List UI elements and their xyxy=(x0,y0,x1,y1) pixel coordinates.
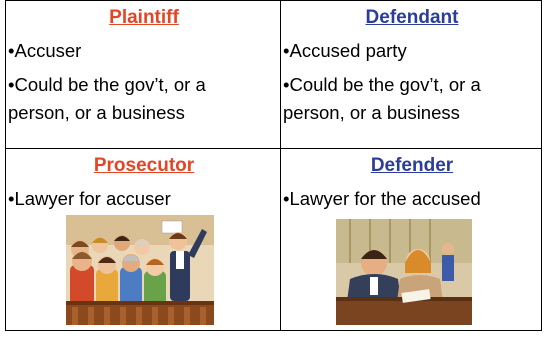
defendant-bullet-who-line1: •Could be the gov’t, or a xyxy=(283,74,481,95)
prosecutor-cell: Prosecutor •Lawyer for accuser xyxy=(6,149,280,331)
prosecutor-heading: Prosecutor xyxy=(93,155,195,176)
defendant-cell: Defendant •Accused party •Could be the g… xyxy=(281,1,541,148)
row-divider xyxy=(6,148,541,149)
defendant-bullet-who-line2: person, or a business xyxy=(283,102,460,123)
lawyer-client-icon xyxy=(336,219,472,325)
column-divider xyxy=(280,1,281,330)
defender-heading: Defender xyxy=(370,155,454,176)
defender-bullet-lawyer: •Lawyer for the accused xyxy=(283,188,481,209)
plaintiff-bullet-who-line2: person, or a business xyxy=(8,102,185,123)
defendant-heading: Defendant xyxy=(365,7,459,28)
defendant-bullet-accused: •Accused party xyxy=(283,40,407,61)
plaintiff-heading: Plaintiff xyxy=(109,7,179,28)
plaintiff-bullet-who-line1: •Could be the gov’t, or a xyxy=(8,74,206,95)
roles-table: Plaintiff •Accuser •Could be the gov’t, … xyxy=(5,0,542,331)
defender-cell: Defender •Lawyer for the accused xyxy=(281,149,541,331)
plaintiff-cell: Plaintiff •Accuser •Could be the gov’t, … xyxy=(6,1,280,148)
plaintiff-bullet-accuser: •Accuser xyxy=(8,40,82,61)
prosecutor-bullet-lawyer: •Lawyer for accuser xyxy=(8,188,171,209)
courtroom-jury-icon xyxy=(66,215,214,325)
